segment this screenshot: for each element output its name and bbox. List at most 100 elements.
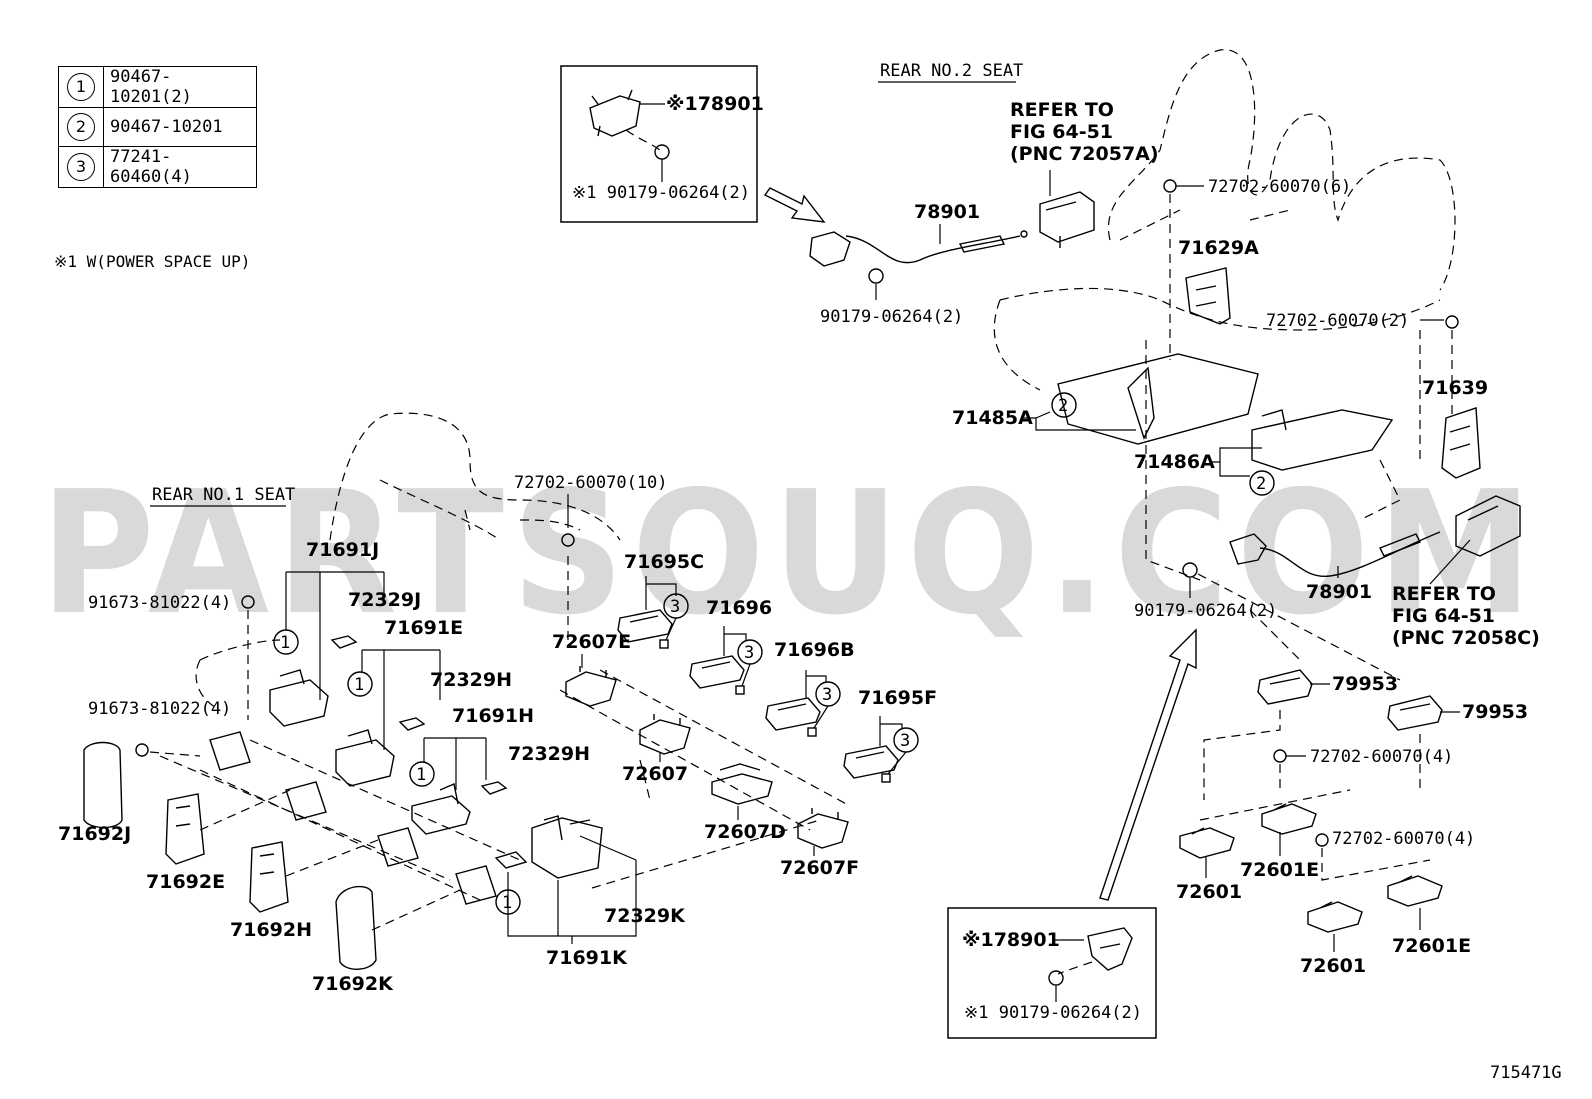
- label-72601E-a: 72601E: [1240, 859, 1319, 881]
- mark-circle-1: [409, 761, 435, 787]
- arrow-top: [763, 187, 826, 223]
- ref-bottom-line1: REFER TO: [1392, 583, 1496, 605]
- inset-bottom-part-b: ※1 90179-06264(2): [964, 1003, 1142, 1023]
- mark-number: 1: [502, 893, 512, 913]
- label-90179-top: 90179-06264(2): [820, 307, 963, 327]
- legend-row: 3 77241-60460(4): [58, 146, 257, 188]
- label-72329H2: 72329H: [508, 743, 590, 765]
- cable-78901-top: [809, 230, 1028, 267]
- clip-icon: [659, 639, 669, 649]
- ref-top-line1: REFER TO: [1010, 99, 1114, 121]
- bolt-icon: [1445, 315, 1459, 329]
- cable-78901-bottom: [1229, 531, 1441, 577]
- hinge-71691H: [411, 783, 471, 835]
- cover-71692E: [165, 793, 205, 865]
- label-71695F: 71695F: [858, 687, 937, 709]
- mark-number: 3: [670, 597, 680, 617]
- latch-72601-b: [1307, 901, 1363, 933]
- bezel-71696B: [765, 697, 821, 731]
- label-71696B: 71696B: [774, 639, 855, 661]
- hinge-71691K: [494, 815, 603, 879]
- label-91673-a: 91673-81022(4): [88, 593, 231, 613]
- nut-icon: [654, 144, 670, 160]
- label-71486A: 71486A: [1134, 451, 1215, 473]
- label-71692E: 71692E: [146, 871, 225, 893]
- bezel-71695C: [617, 609, 673, 643]
- base-brackets: [159, 731, 521, 905]
- mark-circle-2: [1051, 392, 1077, 418]
- mark-number: 3: [744, 643, 754, 663]
- label-71692H: 71692H: [230, 919, 312, 941]
- hinge-71691E: [335, 729, 395, 787]
- ref-bottom-line2: FIG 64-51: [1392, 605, 1495, 627]
- bezel-71695F: [843, 745, 899, 779]
- mark-number: 1: [354, 675, 364, 695]
- bracket-72607D: [711, 763, 773, 805]
- latch-72601-a: [1179, 827, 1235, 859]
- bolt-icon: [241, 595, 255, 609]
- inset-box-top: [560, 65, 758, 223]
- bolt-icon: [135, 743, 149, 757]
- rear-no1-seat-outline: [195, 412, 621, 711]
- mark-number: 2: [1256, 474, 1266, 494]
- label-78901-bottom: 78901: [1306, 581, 1372, 603]
- ref-bottom-line3: (PNC 72058C): [1392, 627, 1540, 649]
- label-72702-6: 72702-60070(6): [1208, 177, 1351, 197]
- ref-top-line3: (PNC 72057A): [1010, 143, 1159, 165]
- clip-icon: [881, 773, 891, 783]
- clip-icon: [807, 727, 817, 737]
- legend-part: 77241-60460(4): [103, 146, 257, 188]
- label-71639: 71639: [1422, 377, 1488, 399]
- nut-icon: [1048, 970, 1064, 986]
- latch-72601E-a: [1261, 803, 1317, 835]
- nut-icon: [1182, 562, 1198, 578]
- label-79953-b: 79953: [1462, 701, 1528, 723]
- label-72607: 72607: [622, 763, 688, 785]
- motor-icon: [1039, 191, 1095, 248]
- mark-circle-1: [273, 629, 299, 655]
- legend-key-circle: 2: [67, 113, 95, 141]
- cover-71692J: [83, 741, 123, 829]
- label-72329H: 72329H: [430, 669, 512, 691]
- legend-key-circle: 3: [67, 153, 95, 181]
- seat-frame-71485A: [1057, 353, 1259, 445]
- label-71629A: 71629A: [1178, 237, 1259, 259]
- legend-key-circle: 1: [67, 73, 95, 101]
- motor-icon: [1455, 495, 1521, 557]
- actuator-icon: [1087, 927, 1133, 971]
- clip-icon: [735, 685, 745, 695]
- label-72702-4a: 72702-60070(4): [1310, 747, 1453, 767]
- figure-id: 715471G: [1490, 1063, 1562, 1083]
- label-71695C: 71695C: [624, 551, 704, 573]
- bolt-icon: [561, 533, 575, 547]
- bolt-icon: [1315, 833, 1329, 847]
- inset-box-bottom: [947, 907, 1157, 1039]
- cover-71692K: [335, 885, 377, 970]
- trim-79953-b: [1387, 695, 1443, 731]
- label-71691K: 71691K: [546, 947, 628, 969]
- power-note: ※1 W(POWER SPACE UP): [54, 252, 251, 271]
- cap-72329J: [330, 635, 358, 649]
- inset-top-part-a: ※178901: [666, 93, 764, 115]
- mark-number: 3: [900, 731, 910, 751]
- legend-part: 90467-10201(2): [103, 66, 257, 108]
- label-91673-b: 91673-81022(4): [88, 699, 231, 719]
- label-72702-4b: 72702-60070(4): [1332, 829, 1475, 849]
- bracket-72607: [639, 714, 691, 755]
- trim-79953-a: [1257, 669, 1313, 705]
- mark-circle-1: [347, 671, 373, 697]
- label-72607F: 72607F: [780, 857, 859, 879]
- label-72607D: 72607D: [704, 821, 786, 843]
- label-71485A: 71485A: [952, 407, 1033, 429]
- legend-row: 2 90467-10201: [58, 107, 257, 147]
- mark-number: 1: [416, 765, 426, 785]
- label-79953-a: 79953: [1332, 673, 1398, 695]
- watermark-text: PARTSOUQ.COM: [40, 455, 1540, 653]
- bracket-72607F: [797, 808, 849, 849]
- bracket-72607E: [565, 666, 617, 707]
- seat-frame-71486A: [1251, 409, 1394, 471]
- bolt-icon: [1273, 749, 1287, 763]
- cap-72329H: [398, 717, 426, 731]
- label-72601-a: 72601: [1176, 881, 1242, 903]
